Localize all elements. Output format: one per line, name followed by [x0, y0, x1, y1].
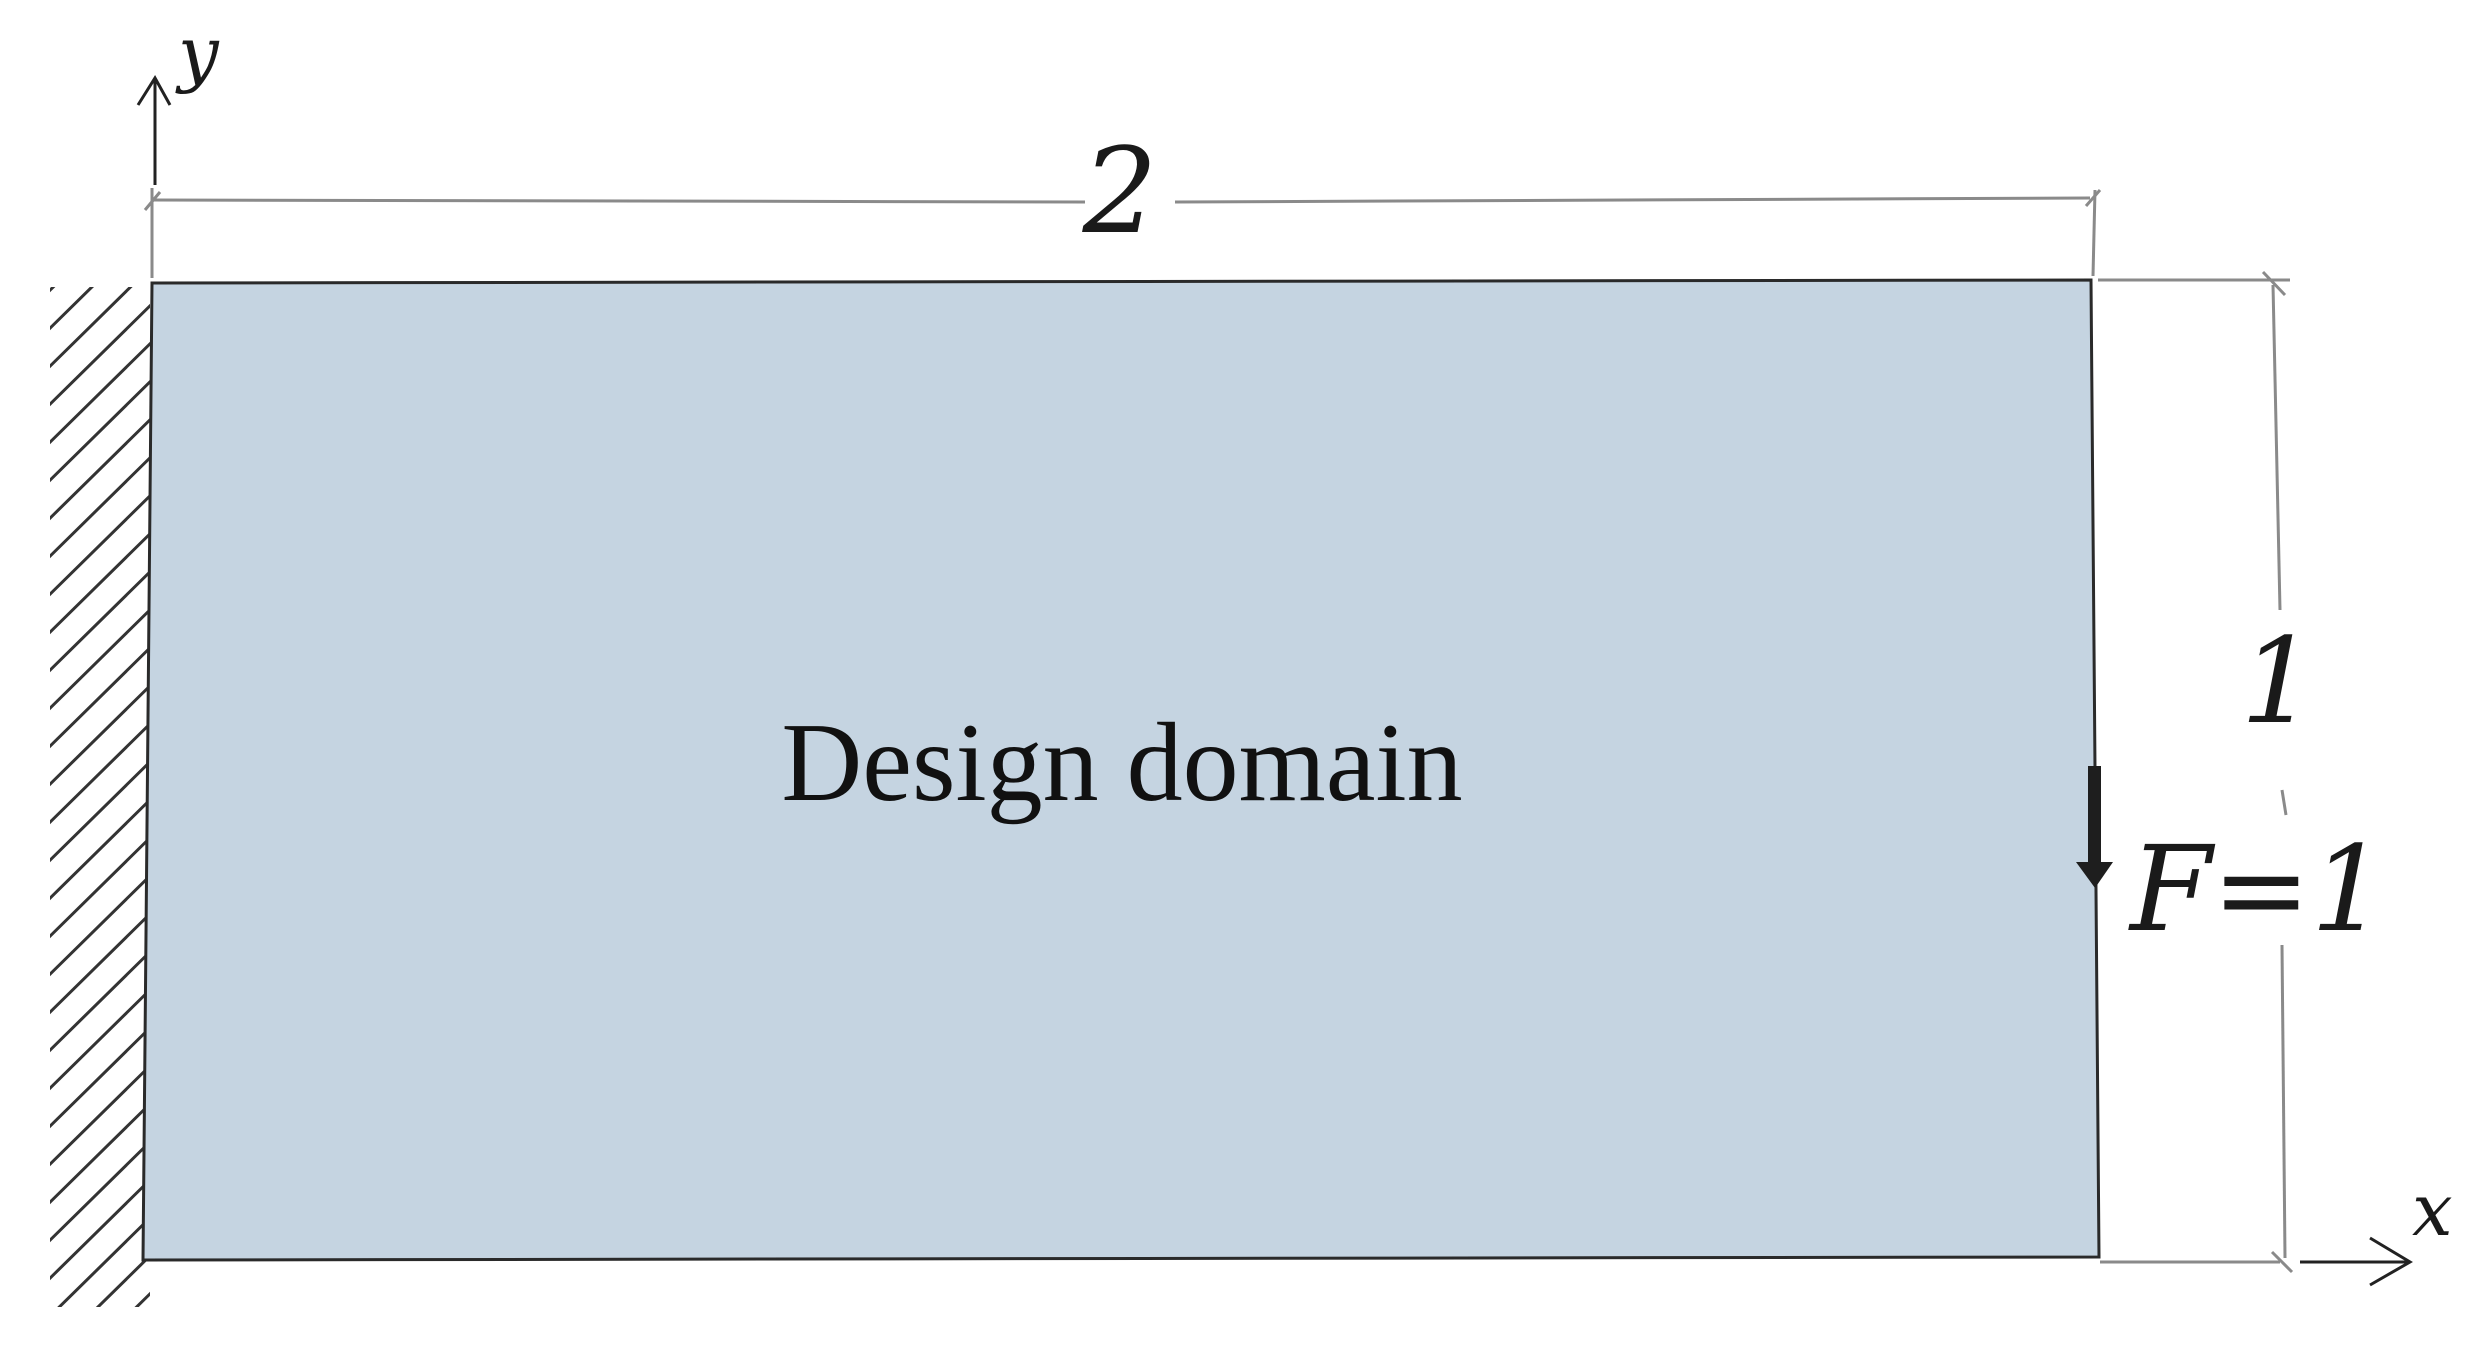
hatch-line — [50, 287, 95, 331]
x-axis-arrow — [2300, 1236, 2413, 1287]
hatch-line — [50, 455, 150, 559]
hatch-line — [50, 645, 150, 749]
hatch-line — [50, 287, 133, 369]
hatch-line — [50, 569, 150, 673]
design-domain-rectangle — [141, 278, 2101, 1262]
height-dimension-line — [2098, 270, 2294, 1274]
y-axis-arrow — [136, 75, 172, 185]
hatch-line — [95, 1253, 150, 1307]
hatch-line — [50, 417, 150, 521]
hatch-line — [50, 721, 150, 825]
design-domain-label: Design domain — [781, 701, 1462, 825]
hatch-line — [50, 1177, 150, 1281]
hatch-line — [50, 1063, 150, 1167]
x-axis-label: x — [2412, 1168, 2453, 1252]
y-axis-label: y — [175, 11, 220, 95]
hatch-line — [50, 287, 56, 293]
hatch-line — [50, 835, 150, 939]
hatch-line — [50, 607, 150, 711]
hatch-line — [50, 873, 150, 977]
hatch-line — [50, 987, 150, 1091]
hatch-line — [50, 303, 150, 407]
hatch-line — [50, 341, 150, 445]
width-dimension-line — [143, 188, 2102, 278]
hatch-line — [50, 683, 150, 787]
hatch-line — [50, 1139, 150, 1243]
height-dimension-label: 1 — [2240, 612, 2315, 750]
hatch-line — [134, 1291, 150, 1307]
hatch-line — [50, 797, 150, 901]
hatch-line — [50, 1101, 150, 1205]
hatch-line — [50, 531, 150, 635]
hatch-line — [50, 911, 150, 1015]
hatch-line — [50, 379, 150, 483]
width-dimension-label: 2 — [1081, 122, 1157, 260]
fixed-support-hatching — [50, 287, 150, 1307]
load-label: F=1 — [2128, 820, 2386, 958]
hatch-line — [50, 759, 150, 863]
load-arrow — [2076, 766, 2113, 888]
hatch-line — [50, 493, 150, 597]
hatch-line — [50, 1025, 150, 1129]
hatch-line — [50, 949, 150, 1053]
hatch-line — [57, 1215, 150, 1307]
